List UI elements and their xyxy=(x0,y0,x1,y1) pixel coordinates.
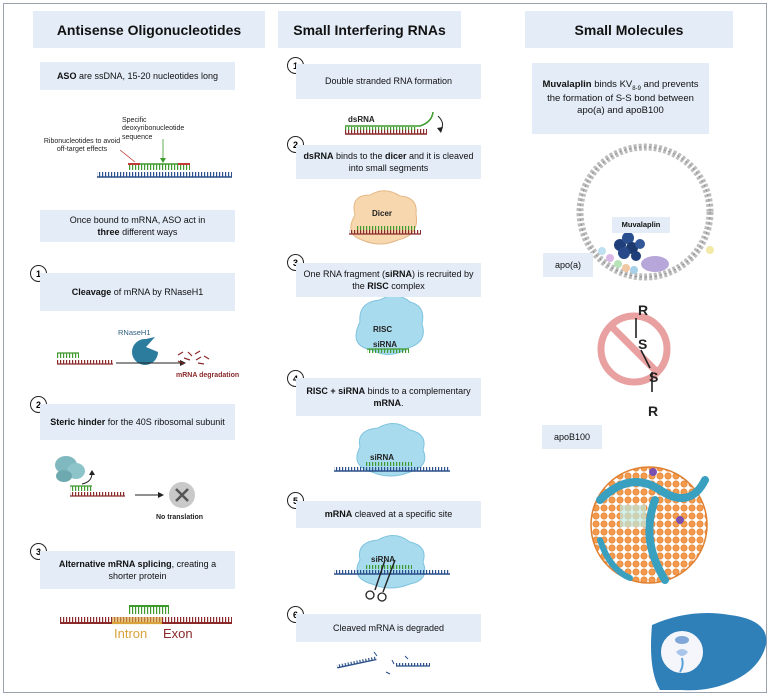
muvalaplin-label-box: Muvalaplin xyxy=(612,217,670,233)
sirna-step-5-box: mRNA cleaved at a specific site xyxy=(296,501,481,528)
sirna-step-4-text-2: . xyxy=(401,398,404,408)
deoxyribonucleotide-label: Specific deoxyribonucleotide sequence xyxy=(122,117,185,141)
figure-frame xyxy=(3,3,767,693)
aso-dna-strand xyxy=(97,139,232,178)
r-top-label: R xyxy=(638,302,649,318)
sirna-step-6-box: Cleaved mRNA is degraded xyxy=(296,614,481,642)
liver-icon xyxy=(651,612,767,691)
aso-step-2-box: Steric hinder for the 40S ribosomal subu… xyxy=(40,404,235,440)
muvalaplin-label: Muvalaplin xyxy=(621,219,661,229)
aso-ways-text-2: different ways xyxy=(119,227,178,237)
muvalaplin-description-box: Muvalaplin binds KV8-9 and prevents the … xyxy=(532,63,709,134)
mrna-cleavage-illustration xyxy=(334,535,450,602)
rnaseh1-label: RNaseH1 xyxy=(118,328,151,337)
aso-step-1-bold: Cleavage xyxy=(71,286,112,297)
ribosome-steric-illustration xyxy=(55,456,195,508)
sirna-step-4-bold-2: mRNA xyxy=(373,398,401,408)
sirna-step-5-bold: mRNA xyxy=(324,509,353,520)
no-translation-label: No translation xyxy=(156,514,204,521)
aso-step-3-text: , creating a shorter protein xyxy=(108,558,217,581)
sirna-step-2-text-1: binds to the xyxy=(333,150,385,161)
sirna-step-3-text-2: ) is recruited by the xyxy=(352,268,474,291)
intron-label: Intron xyxy=(114,626,148,641)
sirna-column-title: Small Interfering RNAs xyxy=(278,11,461,48)
aso-intro-bold: ASO xyxy=(56,70,77,81)
aso-ways-box: Once bound to mRNA, ASO act in three diff… xyxy=(40,210,235,242)
no-disulfide-bond-icon xyxy=(597,312,671,392)
dicer-illustration xyxy=(349,190,421,245)
aso-column-title: Antisense Oligonucleotides xyxy=(33,11,265,48)
ribonucleotides-label: Ribonucleotides to avoid off-target effe… xyxy=(43,138,121,154)
apoa-label: apo(a) xyxy=(554,259,581,270)
aso-step-2-text: for the 40S ribosomal subunit xyxy=(105,416,225,427)
sirna-step-3-text-1: One RNA fragment ( xyxy=(303,268,385,279)
sirna-step-3-bold-1: siRNA xyxy=(385,268,413,279)
sirna-label-step-3: siRNA xyxy=(373,340,398,349)
sirna-step-4-bold-1: RISC + siRNA xyxy=(306,385,366,396)
muvalaplin-description-text-1: binds KV xyxy=(591,78,633,90)
aso-intro-text: are ssDNA, 15-20 nucleotides long xyxy=(76,70,219,81)
sirna-step-4-text-1: binds to a complementary xyxy=(365,385,471,396)
risc-mrna-binding-illustration xyxy=(334,423,450,477)
dicer-label: Dicer xyxy=(372,209,393,218)
exon-label: Exon xyxy=(163,626,193,641)
muvalaplin-description-sub: 8-9 xyxy=(632,85,641,92)
sirna-step-6-text: Cleaved mRNA is degraded xyxy=(332,622,445,633)
aso-step-2-bold: Steric hinder xyxy=(50,416,106,427)
sirna-step-3-bold-2: RISC xyxy=(367,281,389,291)
apoa-label-box: apo(a) xyxy=(543,253,593,277)
mrna-degradation-label: mRNA degradation xyxy=(176,372,240,379)
muvalaplin-description-text-2: and prevents the formation of S-S bond b… xyxy=(547,78,699,117)
scissors-icon xyxy=(365,559,396,602)
sirna-step-5-text: cleaved at a specific site xyxy=(352,509,453,520)
sirna-step-2-bold-1: dsRNA xyxy=(303,150,334,161)
sirna-step-2-box: dsRNA binds to the dicer and it is cleav… xyxy=(296,145,481,179)
s-top-label: S xyxy=(638,336,648,352)
aso-step-1-text: of mRNA by RNaseH1 xyxy=(111,286,204,297)
dsrna-illustration xyxy=(345,111,444,135)
sirna-step-3-box: One RNA fragment (siRNA) is recruited by… xyxy=(296,263,481,297)
apob100-label-box: apoB100 xyxy=(542,425,602,449)
aso-intro-box: ASO are ssDNA, 15-20 nucleotides long xyxy=(40,62,235,90)
aso-ways-text-1: Once bound to mRNA, ASO act in xyxy=(69,214,206,225)
aso-step-1-box: Cleavage of mRNA by RNaseH1 xyxy=(40,273,235,311)
aso-ways-bold: three xyxy=(97,227,120,237)
sirna-label-step-5: siRNA xyxy=(371,555,396,564)
risc-illustration xyxy=(355,295,424,355)
rnaseh1-cleavage-illustration xyxy=(57,337,210,366)
aso-step-3-bold: Alternative mRNA splicing xyxy=(58,558,172,569)
sirna-step-2-text-2: and it is cleaved into small segments xyxy=(348,150,474,173)
sirna-step-3-text-3: complex xyxy=(388,281,425,291)
r-bottom-label: R xyxy=(648,403,659,419)
apob100-particle-illustration xyxy=(590,466,709,584)
sirna-step-1-box: Double stranded RNA formation xyxy=(296,64,481,99)
sirna-label-step-4: siRNA xyxy=(370,453,395,462)
aso-step-3-box: Alternative mRNA splicing, creating a sh… xyxy=(40,551,235,589)
degraded-fragments-illustration xyxy=(336,651,430,675)
risc-label: RISC xyxy=(373,325,393,334)
apob100-label: apoB100 xyxy=(553,431,591,442)
splicing-illustration xyxy=(60,605,232,625)
sirna-step-2-bold-2: dicer xyxy=(385,150,407,161)
small-molecules-column-title: Small Molecules xyxy=(525,11,733,48)
muvalaplin-description-bold: Muvalaplin xyxy=(542,78,592,90)
sirna-step-1-text: Double stranded RNA formation xyxy=(324,76,453,87)
sirna-step-4-box: RISC + siRNA binds to a complementary mR… xyxy=(296,378,481,416)
apoa-ring-illustration xyxy=(576,143,714,281)
s-bottom-label: S xyxy=(649,369,659,385)
dsrna-label: dsRNA xyxy=(348,115,375,124)
